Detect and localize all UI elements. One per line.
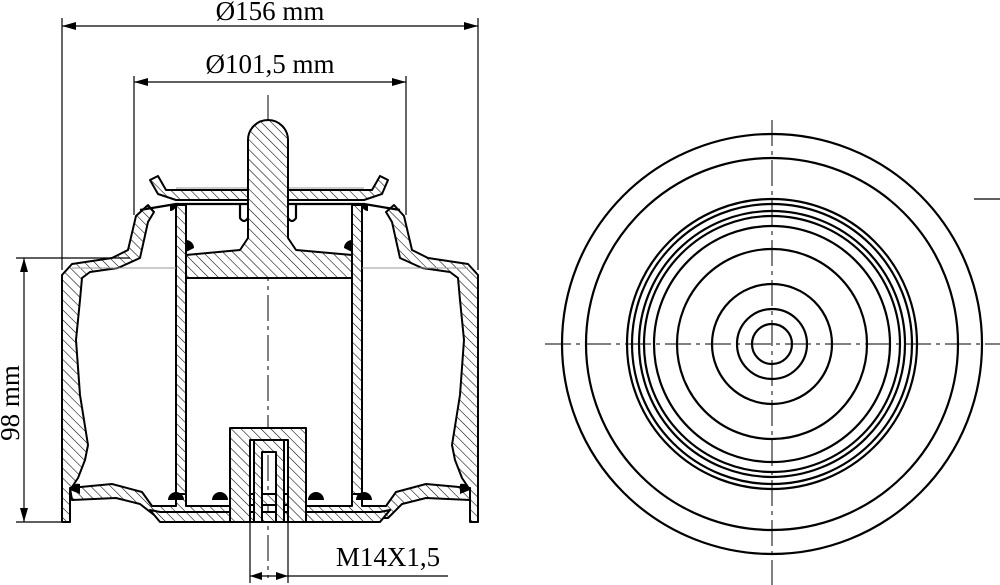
circle-10 [735, 307, 809, 381]
section-view: Ø156 mm Ø101,5 mm 98 mm M14X1,5 [0, 0, 479, 583]
circle-11 [750, 322, 794, 366]
dim-thread-arrow-left [250, 572, 262, 580]
top-plate [149, 175, 389, 201]
mounting-stud [185, 119, 353, 279]
circle-6 [642, 214, 902, 474]
height-label: 98 mm [0, 365, 25, 441]
stud-cup-right [287, 205, 298, 223]
thread-label: M14X1,5 [336, 542, 440, 572]
seal-top-left [186, 240, 194, 252]
circle-2 [584, 156, 960, 532]
piston-wall-right [351, 204, 363, 506]
seal-bottom-1 [70, 483, 80, 494]
dim-98-arrow-top [20, 258, 28, 272]
seal-top-right [344, 240, 352, 252]
base-bottom [149, 509, 391, 523]
seal-top-outer-left [170, 205, 176, 211]
dim-101-arrow-left [134, 78, 148, 86]
thread-bore [253, 439, 285, 523]
outer-circle [560, 132, 984, 556]
seal-top-outer-right [362, 205, 368, 211]
dim-101-arrow-right [392, 78, 406, 86]
dim-156-arrow-left [62, 22, 76, 30]
top-view [545, 120, 1000, 585]
dim-156-arrow-right [464, 22, 478, 30]
bellow-wall-left [61, 204, 155, 523]
circle-7 [652, 224, 892, 464]
bellow-wall-right [385, 204, 479, 523]
seal-bottom-6 [308, 492, 324, 500]
circle-5 [637, 209, 907, 479]
circle-8 [675, 247, 869, 441]
inner-diameter-label: Ø101,5 mm [205, 49, 334, 79]
outer-diameter-label: Ø156 mm [216, 0, 325, 26]
dim-thread-arrow-right [276, 572, 288, 580]
seal-bottom-4 [356, 492, 372, 500]
circle-3 [625, 197, 919, 491]
circle-9 [710, 282, 834, 406]
seal-bottom-3 [168, 492, 184, 500]
stud-cup-left [238, 205, 249, 223]
circle-4 [630, 202, 914, 486]
piston-wall-left [175, 204, 187, 506]
seal-bottom-5 [212, 492, 228, 500]
threaded-insert [229, 427, 307, 523]
dim-98-arrow-bottom [20, 508, 28, 522]
seal-bottom-2 [460, 483, 470, 494]
